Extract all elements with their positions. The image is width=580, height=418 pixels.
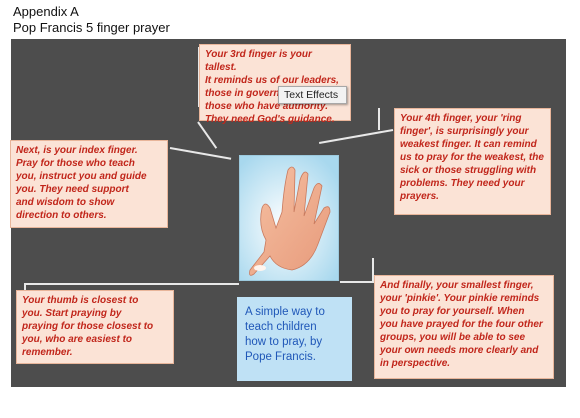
connector-pinkie-vertical xyxy=(372,258,374,282)
connector-pinkie xyxy=(340,281,380,283)
note-thumb: Your thumb is closest to you. Start pray… xyxy=(16,290,174,364)
appendix-label: Appendix A xyxy=(13,4,79,19)
hand-icon xyxy=(240,156,338,280)
note-pinkie: And finally, your smallest finger, your … xyxy=(374,275,554,379)
text-effects-tooltip: Text Effects xyxy=(278,86,347,104)
connector-thumb xyxy=(24,283,239,285)
note-index-finger: Next, is your index finger. Pray for tho… xyxy=(10,140,168,228)
connector-thumb-drop xyxy=(24,283,26,293)
document-title: Pop Francis 5 finger prayer xyxy=(13,20,170,35)
note-middle-finger: Your 3rd finger is your tallest. It remi… xyxy=(199,44,351,125)
hand-illustration xyxy=(239,155,339,281)
caption-box: A simple way to teach children how to pr… xyxy=(237,297,352,381)
connector-ring-vertical xyxy=(378,108,380,130)
note-ring-finger: Your 4th finger, your 'ring finger', is … xyxy=(394,108,551,215)
